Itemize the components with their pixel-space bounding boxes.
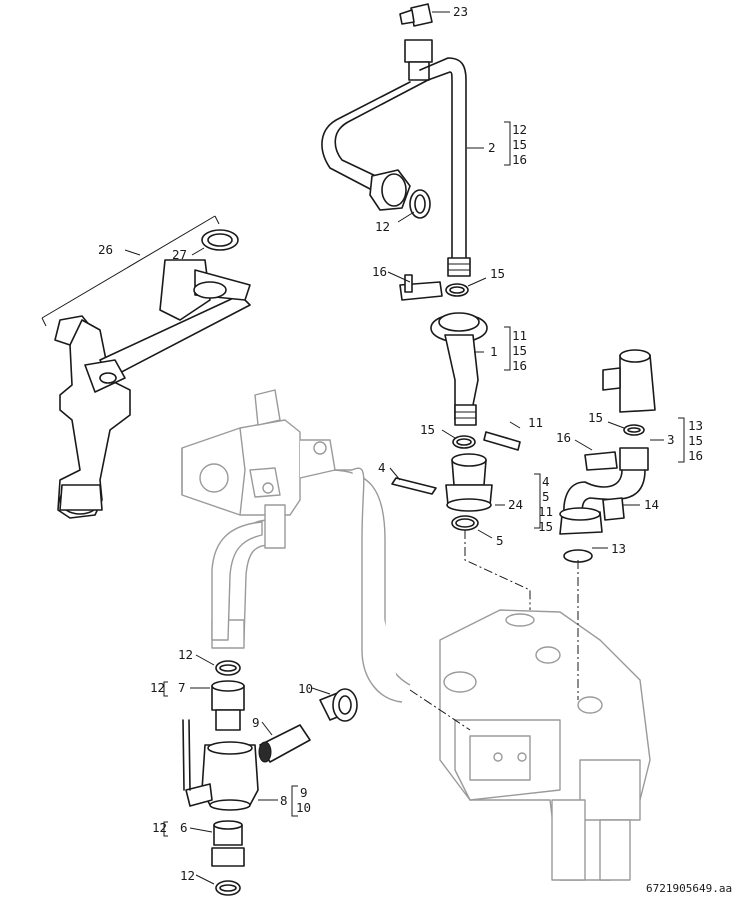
callout-2-ref-a: 12 bbox=[512, 122, 527, 137]
callout-2-ref-b: 15 bbox=[512, 137, 527, 152]
callout-8-ref-a: 9 bbox=[300, 785, 308, 800]
callout-labels: 23 2 12 15 16 12 26 27 16 15 1 11 15 16 … bbox=[98, 4, 732, 895]
valve-parts bbox=[182, 660, 358, 896]
callout-14: 14 bbox=[644, 497, 659, 512]
callout-15-upper: 15 bbox=[490, 266, 505, 281]
callout-1-ref-a: 11 bbox=[512, 328, 527, 343]
callout-1-ref-b: 15 bbox=[512, 343, 527, 358]
callout-27: 27 bbox=[172, 247, 187, 262]
callout-12-upper: 12 bbox=[375, 219, 390, 234]
callout-3-ref-a: 13 bbox=[688, 418, 703, 433]
callout-7: 7 bbox=[178, 680, 186, 695]
elbow-3 bbox=[559, 349, 656, 563]
callout-5: 5 bbox=[496, 533, 504, 548]
callout-8: 8 bbox=[280, 793, 288, 808]
callout-12-d: 12 bbox=[180, 868, 195, 883]
callout-3: 3 bbox=[667, 432, 675, 447]
callout-10: 10 bbox=[298, 681, 313, 696]
callout-9: 9 bbox=[252, 715, 260, 730]
callout-24-ref-c: 11 bbox=[538, 504, 553, 519]
callout-24-ref-d: 15 bbox=[538, 519, 553, 534]
callout-15-right: 15 bbox=[588, 410, 603, 425]
callout-26: 26 bbox=[98, 242, 113, 257]
callout-4: 4 bbox=[378, 460, 386, 475]
callout-12-b: 12 bbox=[150, 680, 165, 695]
leader-lines bbox=[124, 11, 685, 885]
callout-2: 2 bbox=[488, 140, 496, 155]
callout-3-ref-b: 15 bbox=[688, 433, 703, 448]
connector-24 bbox=[391, 431, 521, 531]
callout-16-right: 16 bbox=[556, 430, 571, 445]
siphon-26 bbox=[41, 215, 251, 519]
assembly-lines bbox=[409, 530, 579, 731]
hydraulic-block bbox=[439, 609, 651, 881]
callout-3-ref-c: 16 bbox=[688, 448, 703, 463]
callout-12-a: 12 bbox=[178, 647, 193, 662]
document-number: 6721905649.aa bbox=[646, 882, 732, 895]
callout-1: 1 bbox=[490, 344, 498, 359]
pump-assembly-background bbox=[181, 389, 411, 703]
callout-8-ref-b: 10 bbox=[296, 800, 311, 815]
callout-24-ref-b: 5 bbox=[542, 489, 550, 504]
callout-24-ref-a: 4 bbox=[542, 474, 550, 489]
callout-13: 13 bbox=[611, 541, 626, 556]
callout-6: 6 bbox=[180, 820, 188, 835]
callout-15-mid: 15 bbox=[420, 422, 435, 437]
callout-24: 24 bbox=[508, 497, 523, 512]
callout-11: 11 bbox=[528, 415, 543, 430]
callout-2-ref-c: 16 bbox=[512, 152, 527, 167]
callout-1-ref-c: 16 bbox=[512, 358, 527, 373]
callout-12-c: 12 bbox=[152, 820, 167, 835]
pipe-2 bbox=[321, 3, 471, 277]
connector-1 bbox=[399, 274, 488, 426]
callout-16-upper: 16 bbox=[372, 264, 387, 279]
callout-23: 23 bbox=[453, 4, 468, 19]
